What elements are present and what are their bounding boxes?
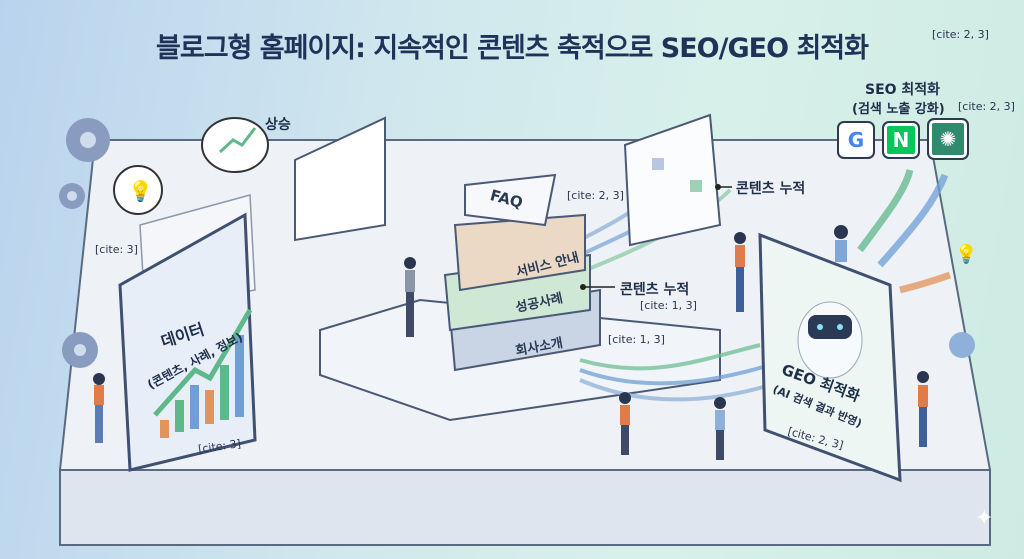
center-base-cite: [cite: 1, 3] xyxy=(608,333,665,346)
lightbulb-bubble xyxy=(113,165,163,215)
chart-bubble xyxy=(201,117,269,173)
base-platform-edge xyxy=(59,469,991,546)
title-cite: [cite: 2, 3] xyxy=(932,28,989,41)
seo-cite: [cite: 2, 3] xyxy=(958,100,1015,113)
google-icon: G xyxy=(837,121,875,159)
center-accumulate-label: 콘텐츠 누적 xyxy=(620,282,690,298)
lightbulb-icon: 💡 xyxy=(128,179,153,203)
sparkle-icon: ✦ xyxy=(975,506,993,531)
seo-title: SEO 최적화 xyxy=(865,82,941,98)
back-window xyxy=(294,116,386,242)
lightbulb-icon: 💡 xyxy=(955,243,977,265)
left-cite-top: [cite: 3] xyxy=(95,243,138,256)
person-figures xyxy=(93,225,929,460)
page-title: 블로그형 홈페이지: 지속적인 콘텐츠 축적으로 SEO/GEO 최적화 xyxy=(156,33,869,64)
seo-subtitle: (검색 노출 강화) xyxy=(852,102,945,117)
stack-block-faq xyxy=(464,173,557,227)
content-monitor xyxy=(623,113,722,247)
gear-icon xyxy=(59,118,975,368)
trend-icon xyxy=(218,127,257,154)
server-platform xyxy=(319,298,721,422)
center-cite-top: [cite: 2, 3] xyxy=(567,189,624,202)
naver-icon: N xyxy=(882,121,920,159)
bar-chart-icon xyxy=(153,308,253,438)
rise-label: 상승 xyxy=(265,117,291,133)
chatgpt-icon: ✺ xyxy=(927,118,969,160)
center-accumulate-cite: [cite: 1, 3] xyxy=(640,299,697,312)
top-right-accumulate-label: 콘텐츠 누적 xyxy=(736,181,806,197)
